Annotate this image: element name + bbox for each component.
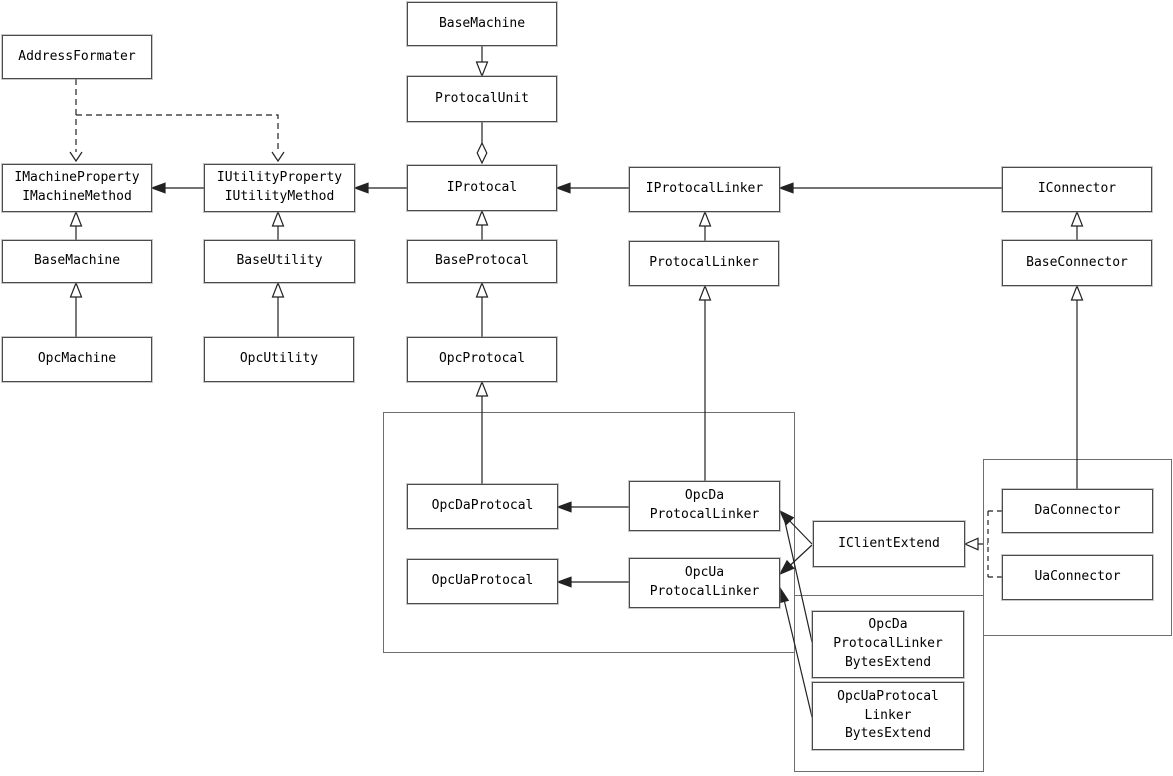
class-box-iutility-property-method: IUtilityProperty IUtilityMethod xyxy=(203,163,356,213)
class-box-opc-utility: OpcUtility xyxy=(203,336,355,383)
inheritance-arrow-basemachine-to-protocalunit xyxy=(475,46,489,78)
class-label: OpcUaProtocal xyxy=(431,573,534,589)
class-box-opc-da-protocal-linker: OpcDa ProtocalLinker xyxy=(628,480,781,532)
realization-arrow-connectors-to-iclientextend xyxy=(963,510,1002,578)
class-box-iclient-extend: IClientExtend xyxy=(812,520,966,568)
class-box-iprotocal: IProtocal xyxy=(406,164,558,212)
class-box-imachine-property-method: IMachineProperty IMachineMethod xyxy=(1,163,153,213)
class-box-base-utility: BaseUtility xyxy=(203,239,356,284)
class-label: IUtilityProperty IUtilityMethod xyxy=(216,170,343,204)
class-label: OpcMachine xyxy=(37,351,117,367)
inheritance-arrow-baseutility-to-iutility xyxy=(271,210,285,240)
class-box-opc-protocal: OpcProtocal xyxy=(406,336,558,383)
group-box-opc-protocal-linker-package xyxy=(383,412,795,653)
class-label: OpcDaProtocal xyxy=(431,498,534,514)
class-label: BaseMachine xyxy=(33,253,121,269)
class-box-opc-ua-protocal: OpcUaProtocal xyxy=(406,558,559,605)
class-label: IProtocal xyxy=(446,179,518,195)
class-box-protocal-unit: ProtocalUnit xyxy=(406,75,558,123)
association-arrow-opcdalinker-to-opcdaprotocal xyxy=(556,501,629,513)
class-box-base-machine-left: BaseMachine xyxy=(1,239,153,284)
dependency-arrow-addressformater-imachine xyxy=(69,79,83,163)
inheritance-arrow-baseconnector-to-iconnector xyxy=(1070,210,1084,240)
class-box-protocal-linker: ProtocalLinker xyxy=(628,240,780,287)
inheritance-arrow-opcmachine-to-basemachine xyxy=(69,281,83,337)
class-label: OpcUtility xyxy=(239,351,319,367)
class-label: DaConnector xyxy=(1034,502,1121,518)
inheritance-arrow-opcdaprotocal-to-opcprotocal xyxy=(475,380,489,484)
association-arrow-dabytesextend-to-opcdalinker xyxy=(778,509,813,643)
association-arrow-iutility-to-imachine xyxy=(150,182,204,194)
class-box-opc-da-protocal-linker-bytes-extend: OpcDa ProtocalLinker BytesExtend xyxy=(811,610,965,679)
class-label: IMachineProperty IMachineMethod xyxy=(14,170,140,204)
class-label: IClientExtend xyxy=(838,535,940,551)
class-label: BaseProtocal xyxy=(435,253,529,269)
class-box-address-formater: AddressFormater xyxy=(1,34,153,80)
inheritance-arrow-baseprotocal-to-iprotocal xyxy=(475,209,489,240)
inheritance-arrow-protocallinker-to-iprotocallinker xyxy=(698,210,712,241)
class-label: IProtocalLinker xyxy=(645,181,764,197)
association-arrow-iprotocallinker-to-iprotocal xyxy=(555,182,629,194)
class-box-opc-da-protocal: OpcDaProtocal xyxy=(406,483,559,530)
class-label: BaseMachine xyxy=(438,15,526,31)
class-label: BaseUtility xyxy=(236,253,323,269)
class-label: UaConnector xyxy=(1034,569,1121,585)
inheritance-arrow-opcprotocal-to-baseprotocal xyxy=(475,281,489,337)
class-box-ua-connector: UaConnector xyxy=(1001,554,1154,601)
class-label: AddressFormater xyxy=(18,48,136,64)
class-box-base-connector: BaseConnector xyxy=(1001,239,1153,287)
class-box-da-connector: DaConnector xyxy=(1001,488,1154,534)
class-label: ProtocalLinker xyxy=(649,255,759,271)
inheritance-arrow-opcutility-to-baseutility xyxy=(271,281,285,337)
class-label: IConnector xyxy=(1037,181,1117,197)
inheritance-arrow-opcdalinker-to-protocallinker xyxy=(698,284,712,481)
association-arrow-uabytesextend-to-opcualinker xyxy=(777,586,813,718)
dependency-arrow-addressformater-iutility xyxy=(76,114,285,163)
class-label: BaseConnector xyxy=(1026,254,1128,270)
class-box-iconnector: IConnector xyxy=(1001,166,1153,213)
aggregation-diamond-protocalunit-iprotocal xyxy=(476,122,488,165)
inheritance-arrow-basemachine-to-imachine xyxy=(69,210,83,240)
inheritance-arrow-daconnector-to-baseconnector xyxy=(1070,284,1084,489)
class-label: OpcDa ProtocalLinker BytesExtend xyxy=(833,617,943,670)
association-arrow-opcualinker-to-opcuaprotocal xyxy=(556,576,629,588)
class-label: OpcUaProtocal Linker BytesExtend xyxy=(837,688,939,742)
association-arrow-iconnector-to-iprotocallinker xyxy=(778,182,1002,194)
class-box-base-protocal: BaseProtocal xyxy=(406,239,558,284)
class-box-iprotocal-linker: IProtocalLinker xyxy=(628,166,781,213)
group-box-bytes-extend-package xyxy=(794,595,984,772)
class-label: OpcDa ProtocalLinker xyxy=(649,488,760,522)
class-label: OpcProtocal xyxy=(438,351,526,367)
association-arrow-iprotocal-to-iutility xyxy=(353,182,407,194)
class-box-opc-ua-protocal-linker-bytes-extend: OpcUaProtocal Linker BytesExtend xyxy=(811,681,965,751)
class-label: OpcUa ProtocalLinker xyxy=(649,565,760,599)
association-arrow-iclientextend-to-opcualinker xyxy=(778,544,813,576)
class-box-opc-ua-protocal-linker: OpcUa ProtocalLinker xyxy=(628,557,781,609)
class-label: ProtocalUnit xyxy=(435,90,529,106)
class-box-base-machine-top: BaseMachine xyxy=(406,1,558,47)
class-box-opc-machine: OpcMachine xyxy=(1,336,153,383)
